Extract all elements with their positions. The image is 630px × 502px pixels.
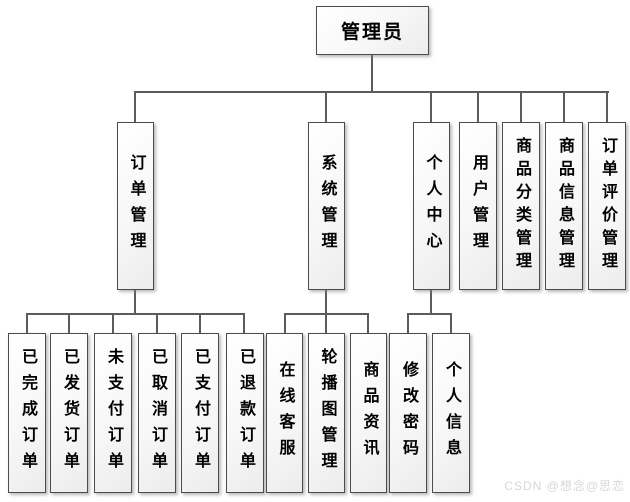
node-personal-info: 个人信息 <box>432 333 470 493</box>
connector-drop-done <box>26 314 28 333</box>
connector-drop-unpaid <box>112 314 114 333</box>
node-change-password-label: 修改密码 <box>400 361 417 465</box>
connector-order-trunk <box>134 290 136 314</box>
connector-drop-order <box>134 92 136 122</box>
connector-drop-cancel <box>156 314 158 333</box>
node-system-management: 系统管理 <box>308 122 345 290</box>
node-cancelled-orders-label: 已取消订单 <box>149 348 166 478</box>
node-goods-info-management-label: 商品信息管理 <box>556 137 573 275</box>
connector-drop-order-eval <box>606 92 608 122</box>
connector-drop-goods-category <box>520 92 522 122</box>
node-refunded-orders: 已退款订单 <box>226 333 264 493</box>
node-cancelled-orders: 已取消订单 <box>138 333 176 493</box>
connector-personal-bar <box>407 313 452 315</box>
node-carousel-management-label: 轮播图管理 <box>318 348 336 478</box>
connector-drop-user <box>477 92 479 122</box>
node-online-service-label: 在线客服 <box>276 361 294 465</box>
node-online-service: 在线客服 <box>266 333 303 493</box>
connector-level1-bar <box>134 91 609 93</box>
node-refunded-orders-label: 已退款订单 <box>237 348 254 478</box>
connector-drop-goods-info <box>563 92 565 122</box>
node-user-management: 用户管理 <box>459 122 497 290</box>
node-admin: 管理员 <box>316 6 429 55</box>
node-goods-news: 商品资讯 <box>350 333 387 493</box>
node-order-management: 订单管理 <box>117 122 154 290</box>
node-paid-orders-label: 已支付订单 <box>192 348 209 478</box>
connector-personal-trunk <box>430 290 432 314</box>
node-admin-label: 管理员 <box>340 22 404 43</box>
node-user-management-label: 用户管理 <box>470 154 487 258</box>
node-goods-info-management: 商品信息管理 <box>545 122 583 290</box>
node-goods-category-management-label: 商品分类管理 <box>513 137 530 275</box>
node-unpaid-orders-label: 未支付订单 <box>105 348 122 478</box>
node-personal-center: 个人中心 <box>413 122 450 290</box>
connector-drop-personal <box>430 92 432 122</box>
connector-drop-profile <box>450 314 452 333</box>
connector-drop-service <box>284 314 286 333</box>
node-paid-orders: 已支付订单 <box>181 333 219 493</box>
node-goods-news-label: 商品资讯 <box>360 361 378 465</box>
connector-system-trunk <box>325 290 327 314</box>
node-completed-orders: 已完成订单 <box>8 333 46 493</box>
node-unpaid-orders: 未支付订单 <box>94 333 132 493</box>
node-system-management-label: 系统管理 <box>318 154 336 258</box>
connector-order-bar <box>26 313 245 315</box>
connector-drop-carousel <box>325 314 327 333</box>
connector-drop-shipped <box>68 314 70 333</box>
node-shipped-orders: 已发货订单 <box>50 333 88 493</box>
node-goods-category-management: 商品分类管理 <box>502 122 540 290</box>
node-order-management-label: 订单管理 <box>127 154 145 258</box>
connector-drop-system <box>325 92 327 122</box>
connector-drop-paid <box>199 314 201 333</box>
connector-root-trunk <box>371 55 373 92</box>
node-personal-info-label: 个人信息 <box>443 361 460 465</box>
node-order-evaluation-management: 订单评价管理 <box>588 122 626 290</box>
csdn-watermark: CSDN @想念@思恋 <box>504 479 625 493</box>
connector-drop-password <box>407 314 409 333</box>
connector-drop-news <box>367 314 369 333</box>
node-personal-center-label: 个人中心 <box>423 154 441 258</box>
node-change-password: 修改密码 <box>389 333 427 493</box>
node-carousel-management: 轮播图管理 <box>308 333 345 493</box>
node-shipped-orders-label: 已发货订单 <box>61 348 78 478</box>
node-completed-orders-label: 已完成订单 <box>19 348 36 478</box>
connector-drop-refund <box>243 314 245 333</box>
node-order-evaluation-management-label: 订单评价管理 <box>599 137 616 275</box>
